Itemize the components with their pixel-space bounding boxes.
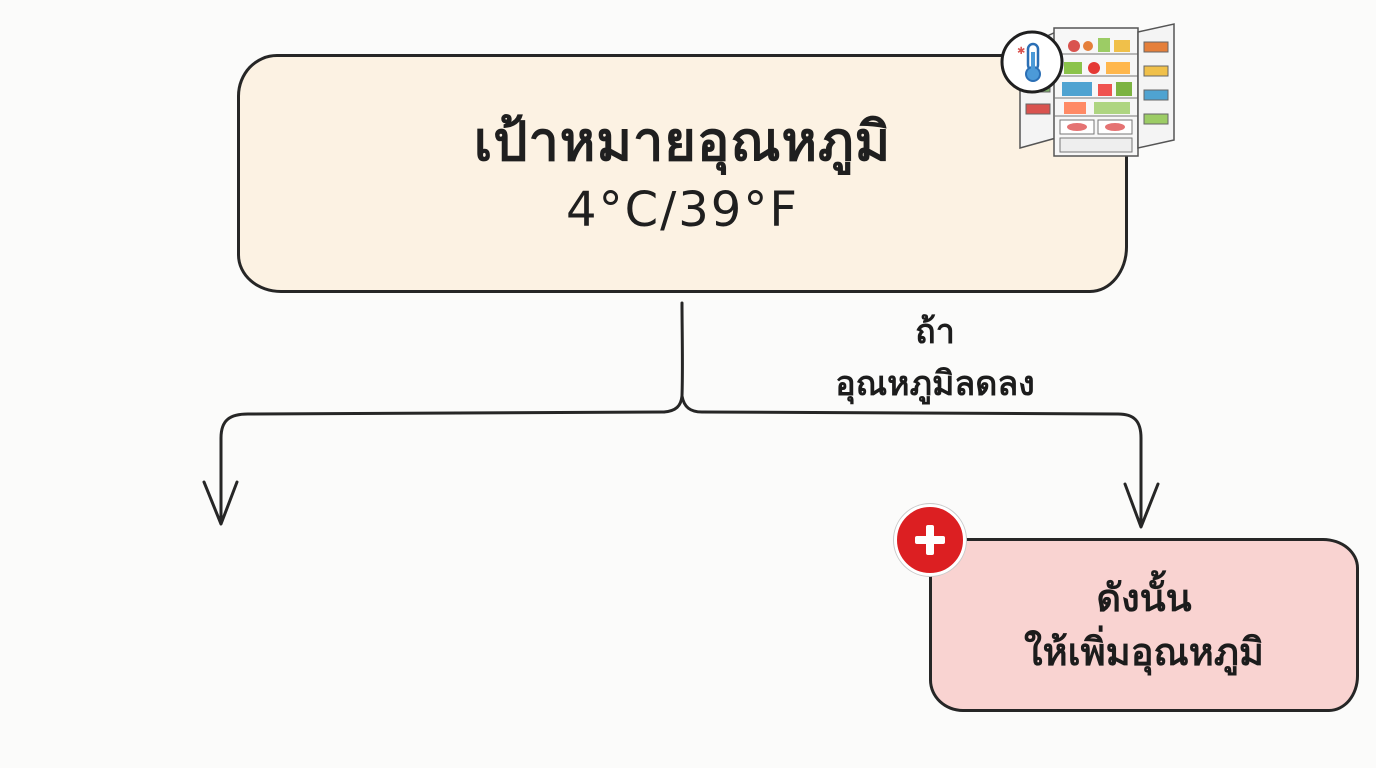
target-temperature-box: เป้าหมายอุณหภูมิ 4°C/39°F bbox=[237, 54, 1128, 293]
stem-line bbox=[662, 301, 684, 414]
increase-temperature-box: ดังนั้น ให้เพิ่มอุณหภูมิ bbox=[929, 538, 1359, 712]
right-branch-line bbox=[680, 394, 1143, 528]
plus-icon bbox=[894, 504, 966, 576]
svg-text:✱: ✱ bbox=[1017, 46, 1025, 57]
condition-line-if: ถ้า bbox=[915, 312, 955, 352]
target-title: เป้าหมายอุณหภูมิ bbox=[473, 109, 892, 173]
condition-label: ถ้า อุณหภูมิลดลง bbox=[790, 306, 1080, 410]
left-branch-line bbox=[219, 410, 666, 524]
fridge-with-thermometer-icon: ✱ bbox=[998, 20, 1180, 162]
condition-line-temp-drops: อุณหภูมิลดลง bbox=[835, 364, 1035, 404]
target-temperature-value: 4°C/39°F bbox=[566, 181, 799, 238]
action-line-increase-temp: ให้เพิ่มอุณหภูมิ bbox=[1024, 630, 1264, 674]
action-line-therefore: ดังนั้น bbox=[1096, 576, 1192, 620]
left-arrow-head bbox=[202, 480, 239, 526]
right-arrow-head bbox=[1123, 482, 1160, 529]
